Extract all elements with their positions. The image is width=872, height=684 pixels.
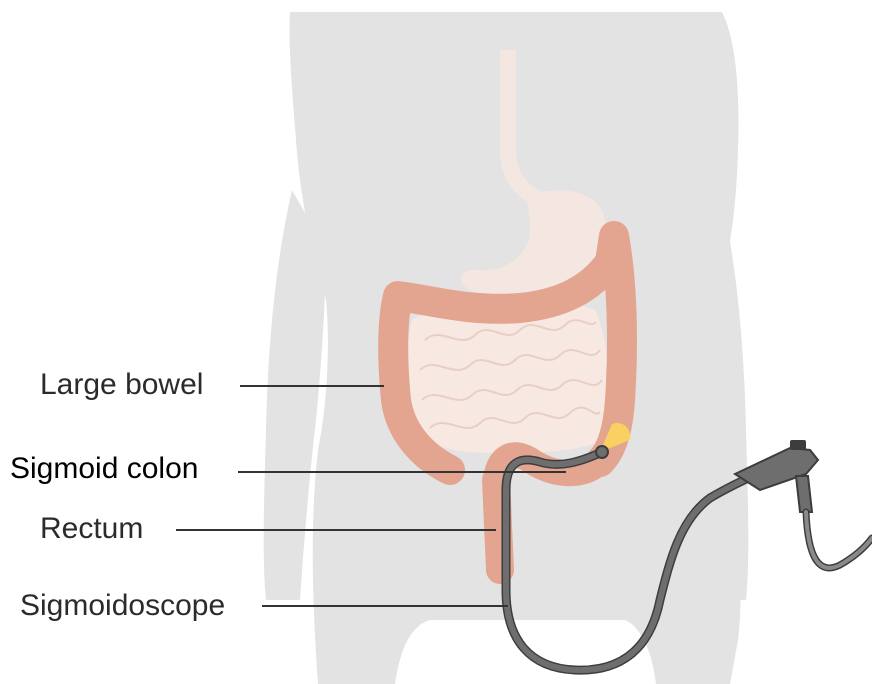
rectum xyxy=(496,480,500,570)
scope-umbilical-cable-inner xyxy=(806,512,872,568)
label-large-bowel: Large bowel xyxy=(40,370,203,400)
small-intestine xyxy=(407,302,609,454)
label-sigmoidoscope: Sigmoidoscope xyxy=(20,591,225,621)
scope-control-knob xyxy=(790,440,806,450)
scope-connector xyxy=(796,476,812,512)
label-rectum: Rectum xyxy=(40,514,143,544)
label-sigmoid-colon: Sigmoid colon xyxy=(10,454,198,484)
scope-tip xyxy=(596,446,608,458)
